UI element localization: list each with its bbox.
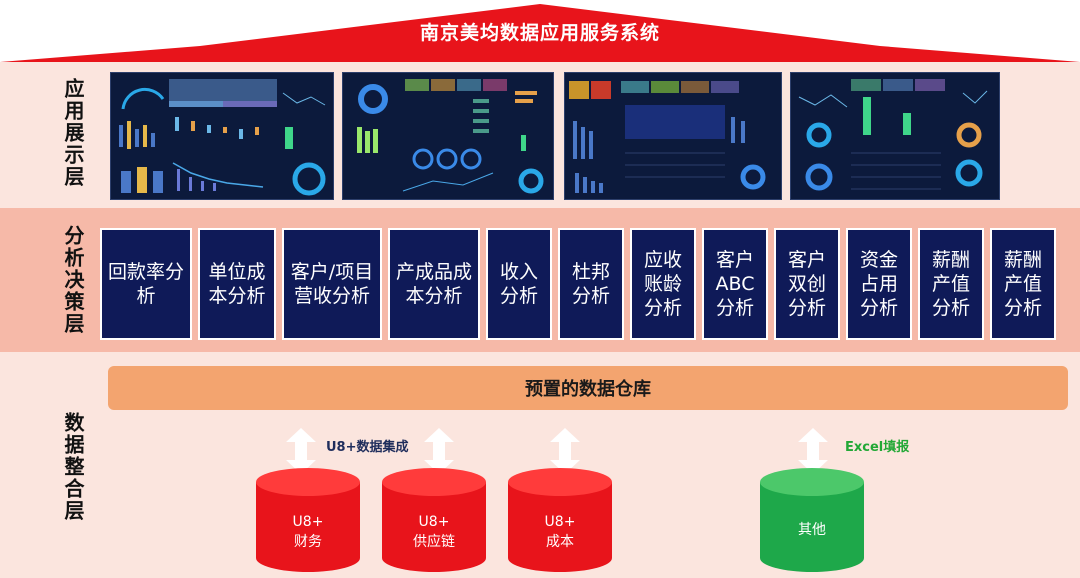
database-title: U8+ — [292, 514, 324, 530]
double-arrow-icon — [550, 428, 580, 474]
analysis-cards: 回款率分析 单位成本分析 客户/项目营收分析 产成品成本分析 收入分析 杜邦分析… — [100, 228, 1060, 340]
database-cylinder-icon — [760, 468, 864, 572]
card-salary-output-analysis-2: 薪酬产值分析 — [990, 228, 1056, 340]
card-customer-dual-innovation-analysis: 客户双创分析 — [774, 228, 840, 340]
database-u8-supply-chain: U8+ 供应链 — [382, 468, 486, 574]
database-title: U8+ — [418, 514, 450, 530]
integration-layer-label: 数据整合层 — [61, 412, 85, 522]
double-arrow-icon — [286, 428, 316, 474]
card-payment-collection-analysis: 回款率分析 — [100, 228, 192, 340]
system-title: 南京美均数据应用服务系统 — [419, 22, 660, 44]
excel-fill-label: Excel填报 — [845, 440, 910, 455]
display-layer-label: 应用展示层 — [61, 78, 85, 188]
double-arrow-icon — [798, 428, 828, 474]
dashboard-thumbnail-1 — [110, 72, 334, 200]
database-title: 其他 — [798, 522, 826, 538]
card-finished-goods-cost-analysis: 产成品成本分析 — [388, 228, 480, 340]
roof-banner — [0, 4, 1080, 62]
dashboard-1-graphic — [119, 79, 326, 196]
dashboard-thumbnail-2 — [342, 72, 554, 200]
database-other: 其他 — [760, 468, 864, 574]
database-u8-finance: U8+ 财务 — [256, 468, 360, 574]
card-unit-cost-analysis: 单位成本分析 — [198, 228, 276, 340]
database-u8-cost: U8+ 成本 — [508, 468, 612, 574]
data-warehouse-bar: 预置的数据仓库 — [108, 366, 1068, 410]
database-subtitle: 供应链 — [413, 534, 455, 550]
dashboard-thumbnail-3 — [564, 72, 782, 200]
card-customer-abc-analysis: 客户ABC分析 — [702, 228, 768, 340]
card-income-analysis: 收入分析 — [486, 228, 552, 340]
card-salary-output-analysis-1: 薪酬产值分析 — [918, 228, 984, 340]
analysis-layer-label: 分析决策层 — [61, 225, 85, 335]
database-cylinder-icon — [382, 468, 486, 572]
card-dupont-analysis: 杜邦分析 — [558, 228, 624, 340]
card-capital-occupation-analysis: 资金占用分析 — [846, 228, 912, 340]
u8-integration-label: U8+数据集成 — [326, 440, 409, 455]
database-subtitle: 成本 — [546, 534, 574, 550]
dashboard-thumbnail-4 — [790, 72, 1000, 200]
database-title: U8+ — [544, 514, 576, 530]
database-cylinder-icon — [508, 468, 612, 572]
double-arrow-icon — [424, 428, 454, 474]
dashboard-2-graphic — [357, 79, 544, 194]
dashboard-4-graphic — [798, 79, 988, 191]
database-subtitle: 财务 — [294, 534, 322, 550]
dashboard-screenshots — [110, 72, 1000, 200]
card-customer-project-revenue-analysis: 客户/项目营收分析 — [282, 228, 382, 340]
dashboard-3-graphic — [569, 81, 766, 193]
card-receivables-aging-analysis: 应收账龄分析 — [630, 228, 696, 340]
database-cylinder-icon — [256, 468, 360, 572]
